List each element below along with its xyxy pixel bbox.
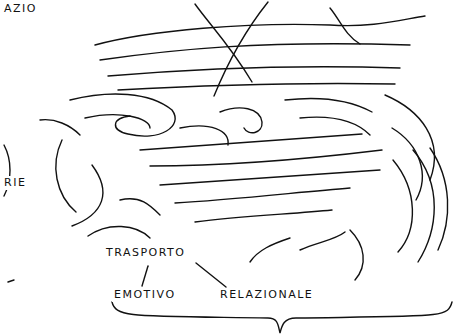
branch-root: TRASPORTO (104, 246, 187, 260)
branch-leaf: RELAZIONALE (218, 288, 315, 302)
cut-heading: AZIO (2, 2, 39, 16)
branch-leaf: EMOTIVO (112, 288, 178, 302)
cut-word: RIE (2, 176, 28, 190)
